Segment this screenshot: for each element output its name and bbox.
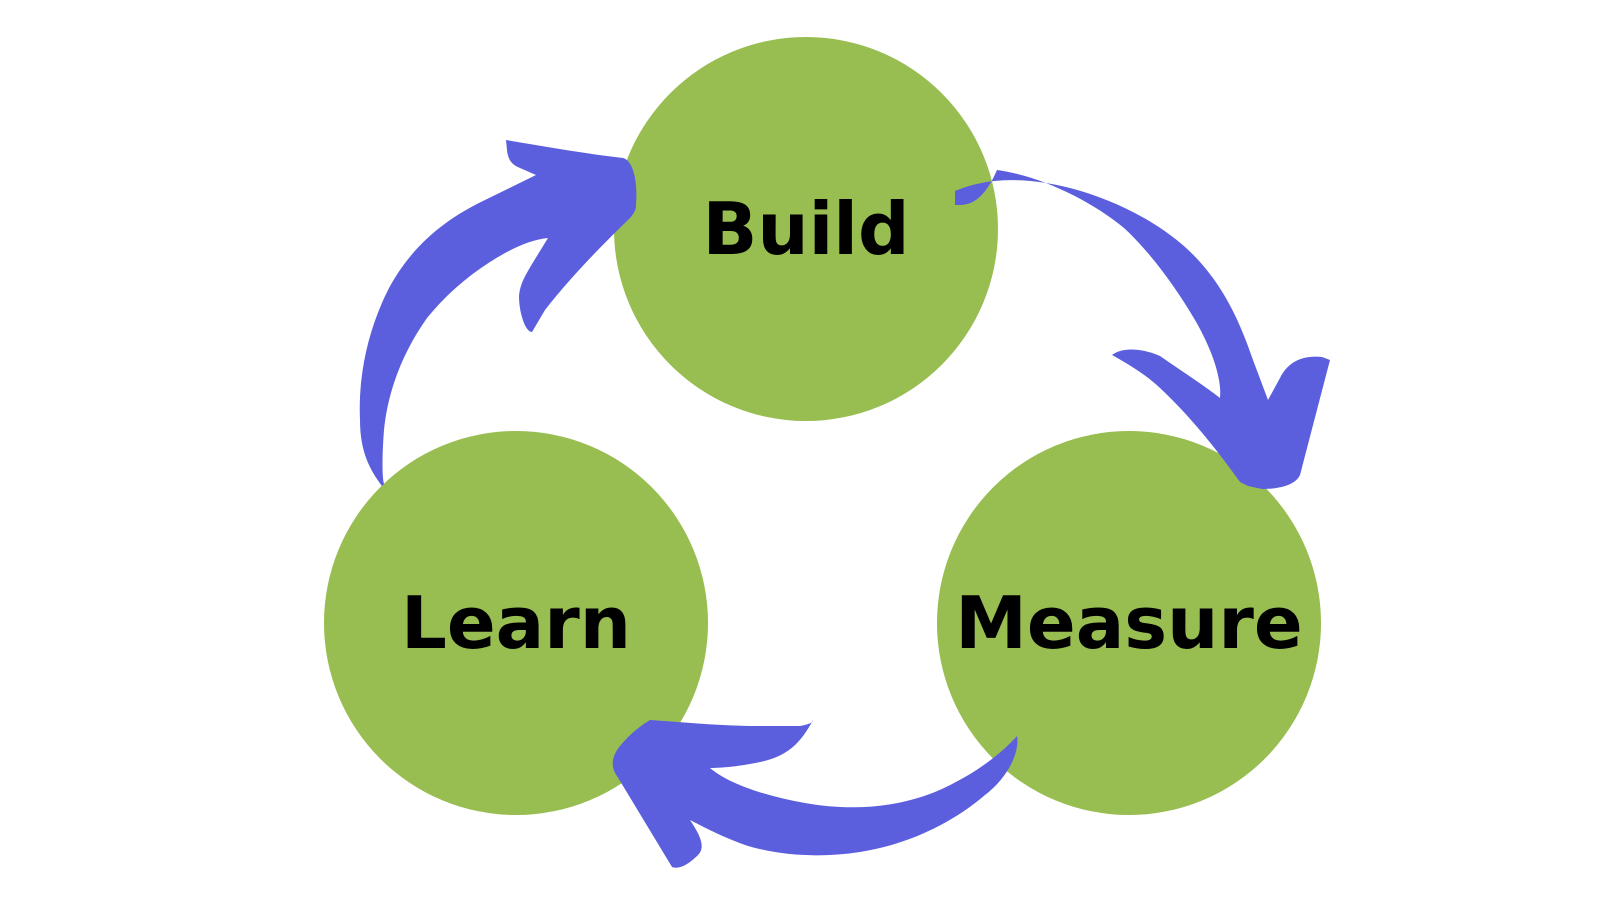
node-build-circle: [614, 37, 998, 421]
node-learn-circle: [324, 431, 708, 815]
arrow-measure-to-learn: [612, 720, 1018, 868]
node-measure-circle: [937, 431, 1321, 815]
node-learn-label: Learn: [401, 581, 631, 665]
arrow-build-to-measure: [955, 170, 1330, 489]
node-build-label: Build: [702, 187, 909, 271]
node-measure-label: Measure: [955, 581, 1303, 665]
arrow-learn-to-build: [359, 140, 637, 486]
